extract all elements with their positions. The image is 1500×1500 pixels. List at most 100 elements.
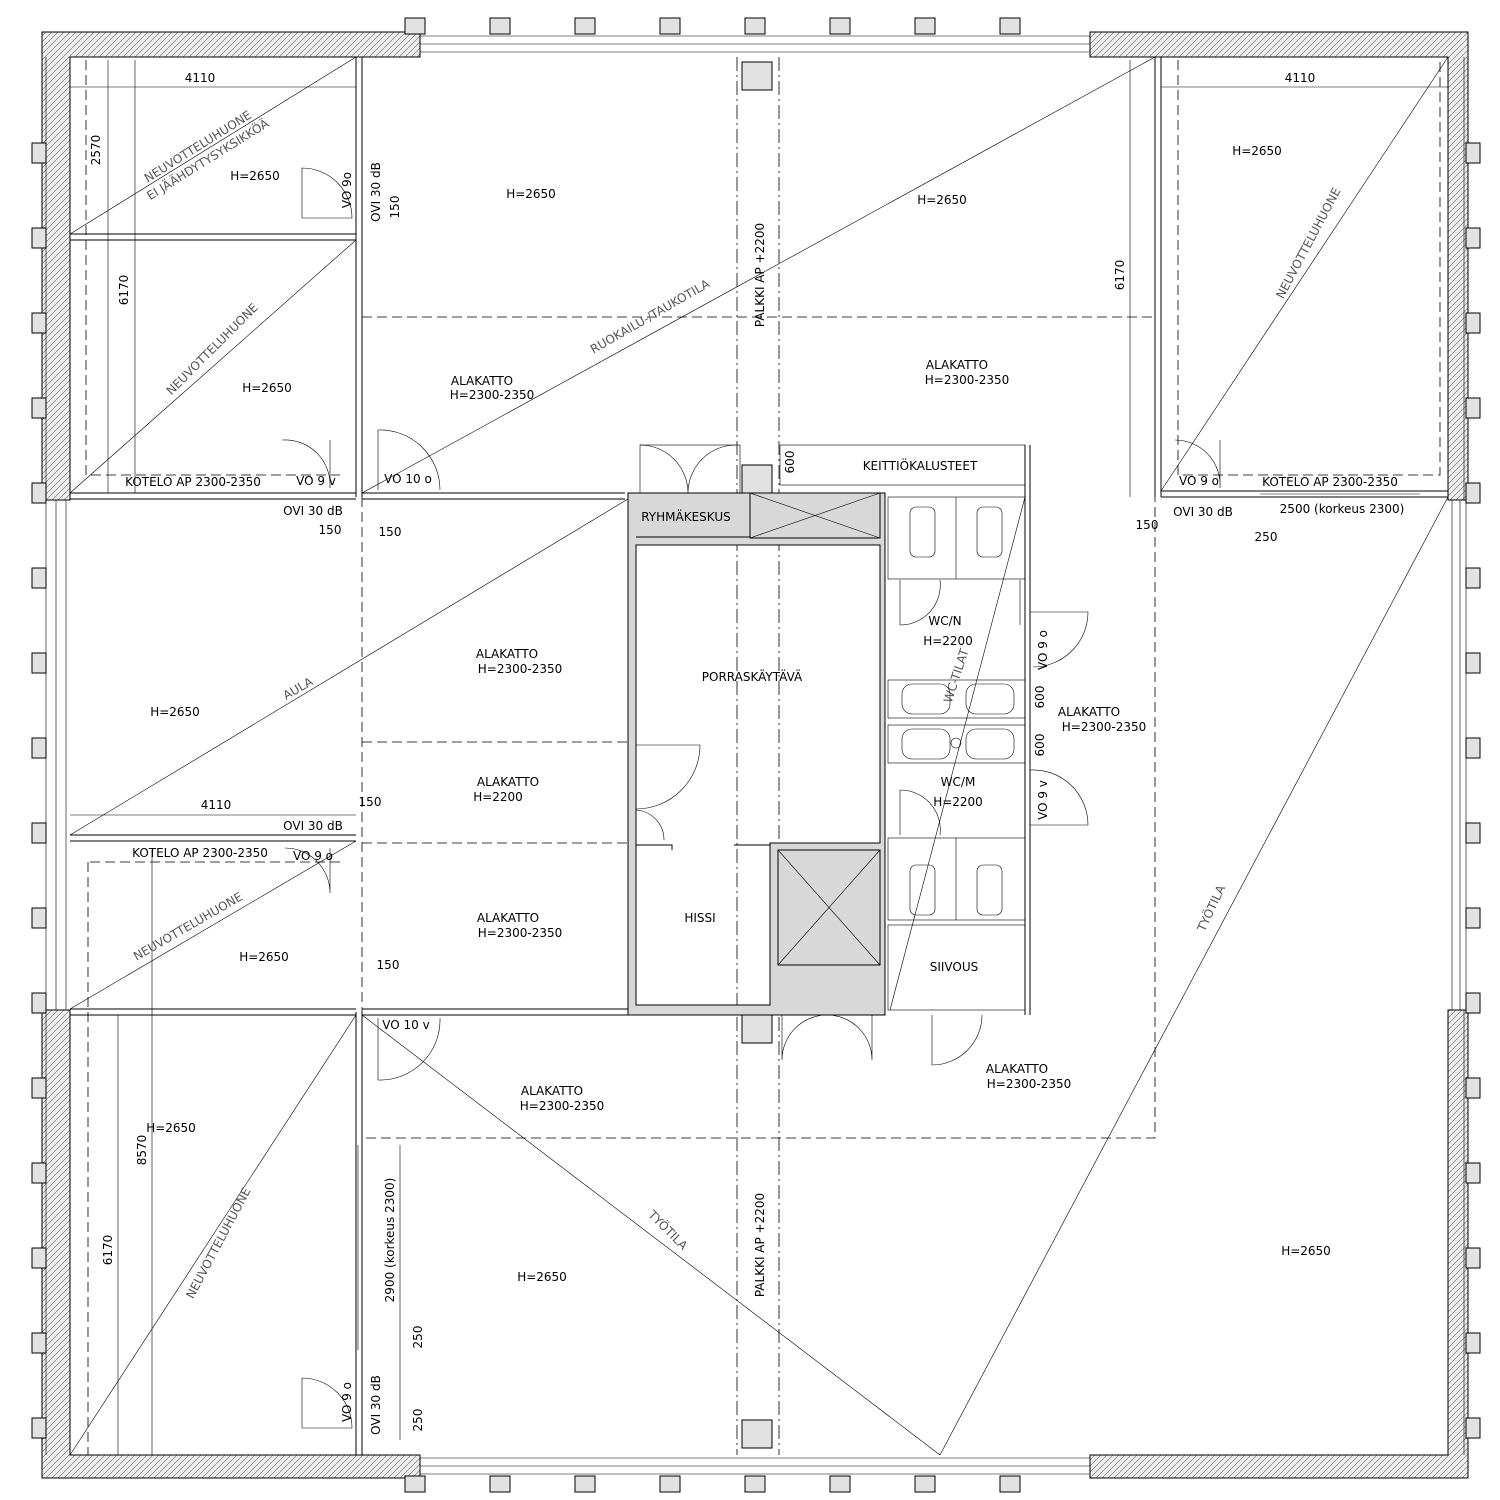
column: [31, 567, 47, 589]
label-dim-150-r: 150: [1136, 518, 1159, 532]
label-h-2650-c: H=2650: [917, 193, 967, 207]
label-dim-8570: 8570: [135, 1135, 149, 1166]
facade-columns: [31, 17, 1481, 1493]
column: [914, 17, 936, 35]
label-dim-250-b: 250: [411, 1409, 425, 1432]
label-alakatto-a: ALAKATTO: [451, 374, 513, 388]
label-wcn-h: H=2200: [923, 634, 973, 648]
column: [404, 17, 426, 35]
corner-wall-tr: [1089, 31, 1469, 501]
label-room-tyotila-r: TYÖTILA: [1192, 881, 1228, 934]
label-siivous: SIIVOUS: [930, 960, 979, 974]
label-door-vo9o-wc: VO 9 o: [1036, 630, 1050, 670]
label-dim-150-e: 150: [377, 958, 400, 972]
label-palkki-top: PALKKI AP +2200: [753, 223, 767, 327]
column: [1465, 1247, 1481, 1269]
dimension-lines: [70, 60, 1448, 1455]
label-h-2650-a: H=2650: [230, 169, 280, 183]
label-h-2650-b: H=2650: [506, 187, 556, 201]
label-kotelo-r: KOTELO AP 2300-2350: [1262, 475, 1398, 489]
label-keittio: KEITTIÖKALUSTEET: [863, 457, 978, 473]
label-h-2650-d: H=2650: [1232, 144, 1282, 158]
column: [31, 397, 47, 419]
column: [1465, 482, 1481, 504]
column: [574, 1475, 596, 1493]
label-alakatto-a-h: H=2300-2350: [450, 388, 535, 402]
column: [31, 737, 47, 759]
label-room-ruokailu: RUOKAILU-/TAUKOTILA: [588, 276, 713, 356]
label-dim-6170-bl: 6170: [101, 1235, 115, 1266]
label-alakatto-h-h: H=2300-2350: [520, 1099, 605, 1113]
label-dim-6170-r: 6170: [1113, 260, 1127, 291]
label-room-ei-jaahdytys: EI JÄÄHDYTYSYKSIKKÖÄ: [143, 114, 272, 203]
label-alakatto-f: ALAKATTO: [477, 911, 539, 925]
label-alakatto-c: ALAKATTO: [476, 647, 538, 661]
diagonal-room-markers: [69, 56, 1449, 1456]
label-h-2650-f: H=2650: [150, 705, 200, 719]
column: [1465, 227, 1481, 249]
label-door-vo10o: VO 10 o: [384, 472, 432, 486]
column: [1465, 142, 1481, 164]
label-ovi30-b: OVI 30 dB: [283, 504, 343, 518]
column: [31, 312, 47, 334]
label-alakatto-b-h: H=2300-2350: [925, 373, 1010, 387]
label-h-2650-i: H=2650: [1281, 1244, 1331, 1258]
label-alakatto-g-h: H=2300-2350: [987, 1077, 1072, 1091]
label-dim-600-k: 600: [783, 451, 797, 474]
door-swings: [281, 167, 1420, 1429]
label-dim-4110-bl: 4110: [201, 798, 232, 812]
label-dim-250-r: 250: [1255, 530, 1278, 544]
label-room-neuvotteluhuone-3: NEUVOTTELUHUONE: [131, 890, 245, 964]
column: [489, 17, 511, 35]
label-porras: PORRASKÄYTÄVÄ: [702, 669, 803, 684]
label-dim-250-a: 250: [411, 1326, 425, 1349]
label-alakatto-e-h: H=2200: [473, 790, 523, 804]
label-dim-150-d: 150: [359, 795, 382, 809]
core: [627, 61, 1089, 1449]
label-dim-600-a: 600: [1033, 686, 1047, 709]
column: [659, 17, 681, 35]
label-kotelo-a: KOTELO AP 2300-2350: [125, 475, 261, 489]
column: [31, 1247, 47, 1269]
column: [999, 17, 1021, 35]
column: [1465, 312, 1481, 334]
column: [31, 652, 47, 674]
column: [31, 1162, 47, 1184]
column: [31, 142, 47, 164]
label-hissi: HISSI: [684, 911, 715, 925]
label-alakatto-d: ALAKATTO: [1058, 705, 1120, 719]
corner-wall-br: [1089, 1009, 1469, 1479]
label-alakatto-g: ALAKATTO: [986, 1062, 1048, 1076]
column: [1465, 737, 1481, 759]
column: [1465, 1162, 1481, 1184]
column: [659, 1475, 681, 1493]
column: [31, 1417, 47, 1439]
column: [829, 1475, 851, 1493]
exterior-walls: [31, 17, 1481, 1493]
column: [744, 17, 766, 35]
label-room-neuvotteluhuone-4: NEUVOTTELUHUONE: [183, 1185, 253, 1301]
label-door-vo9o-b: VO 9 o: [293, 849, 333, 863]
label-kotelo-b: KOTELO AP 2300-2350: [132, 846, 268, 860]
label-ryhmakeskus: RYHMÄKESKUS: [641, 509, 731, 524]
label-wcm-h: H=2200: [933, 795, 983, 809]
column: [1465, 822, 1481, 844]
label-h-2650-j: H=2650: [517, 1270, 567, 1284]
label-alakatto-f-h: H=2300-2350: [478, 926, 563, 940]
column: [999, 1475, 1021, 1493]
column: [1465, 652, 1481, 674]
label-dim-2570: 2570: [89, 135, 103, 166]
column: [489, 1475, 511, 1493]
label-ovi30-c: OVI 30 dB: [283, 819, 343, 833]
label-h-2650-g: H=2650: [239, 950, 289, 964]
corner-wall-bl: [41, 1009, 421, 1479]
label-dim-150-b: 150: [319, 523, 342, 537]
label-door-vo10v: VO 10 v: [382, 1018, 429, 1032]
column: [1465, 1417, 1481, 1439]
label-ovi30-r: OVI 30 dB: [1173, 505, 1233, 519]
label-dim-6170-l: 6170: [117, 275, 131, 306]
label-dim-4110-tr: 4110: [1285, 71, 1316, 85]
column: [31, 482, 47, 504]
